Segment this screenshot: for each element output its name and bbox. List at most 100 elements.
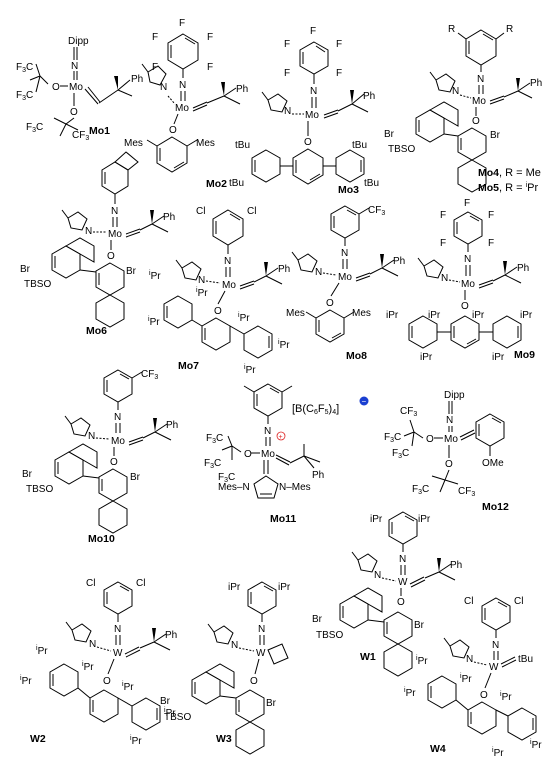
f-atom: F [179, 18, 185, 29]
ipr-label: iPr [520, 310, 533, 321]
cf3-label: CF3 [400, 406, 417, 418]
compound-label-mo8: Mo8 [346, 350, 367, 362]
n-atom: N [258, 624, 265, 635]
mo-atom: Mo [472, 96, 486, 107]
ipr-label: iPr [20, 675, 32, 687]
f3c-label: F3C [412, 484, 429, 496]
o-atom: O [169, 125, 177, 136]
mo-atom: Mo [175, 103, 189, 114]
mo-atom: Mo [111, 436, 125, 447]
o-atom: O [326, 298, 334, 309]
o-atom: O [426, 434, 434, 445]
f-atom: F [207, 32, 213, 43]
o-atom: O [250, 676, 258, 687]
ph-label: Ph [131, 74, 143, 85]
mo-atom: Mo [338, 272, 352, 283]
n-atom: N [341, 248, 348, 259]
n-atom: N [399, 554, 406, 565]
br-label: Br [160, 696, 171, 707]
br-label: Br [130, 472, 141, 483]
mo-atom: Mo [461, 279, 475, 290]
ipr-label: iPr [122, 681, 134, 693]
tbso-label: TBSO [316, 630, 343, 641]
compound-mo11: N + Mo O F3C F3C F3C Ph Mes–N N–Mes [B(C… [204, 383, 369, 525]
o-atom: O [304, 137, 312, 148]
cf3-label: CF3 [141, 369, 158, 381]
w-atom: W [489, 662, 499, 673]
mes-n-label: Mes–N [218, 482, 250, 493]
positive-charge [276, 431, 286, 441]
ph-label: Ph [517, 263, 529, 274]
tbu-label: tBu [518, 654, 533, 665]
n-atom: N [466, 654, 473, 665]
ipr-label: iPr [82, 661, 94, 673]
f3c-label: F3C [384, 432, 401, 444]
ipr-label: iPr [148, 316, 160, 328]
f3c-label: F3C [206, 433, 223, 445]
compound-label-mo7: Mo7 [178, 360, 199, 372]
o-atom: O [107, 251, 115, 262]
ipr-label: iPr [460, 673, 472, 685]
f3c-label: F3C [392, 448, 409, 460]
o-atom: O [110, 457, 118, 468]
n-atom: N [446, 415, 453, 426]
compound-mo10: CF3 N Mo N Ph O Br Br TBSO Mo10 [22, 369, 178, 545]
br-label: Br [266, 698, 277, 709]
ipr-label: iPr [500, 691, 512, 703]
ipr-label: iPr [149, 270, 161, 282]
mo-atom: Mo [305, 110, 319, 121]
ipr-label: iPr [164, 707, 176, 719]
mes-label: Mes [286, 308, 305, 319]
mo-atom: Mo [108, 229, 122, 240]
counterion-label: [B(C6F5)4] [292, 403, 339, 416]
n-atom: N [315, 267, 322, 278]
ipr-label: iPr [278, 339, 290, 351]
cf3-label: CF3 [368, 205, 385, 217]
f-atom: F [152, 32, 158, 43]
ipr-label: iPr [238, 312, 250, 324]
r-label: R [506, 24, 513, 35]
compound-mo8: CF3 N Mo N Ph O Mes Mes Mo8 [286, 205, 405, 362]
compound-mo1: Dipp N Mo O F3C F3C Ph O F3C CF3 Mo1 [16, 36, 143, 142]
n-atom: N [464, 254, 471, 265]
compound-label-mo4: Mo4, R = Me [478, 167, 541, 179]
compound-mo9: F F F F F N Mo N Ph O iPr iPr iPr iPr iP… [386, 198, 535, 363]
f-atom: F [440, 238, 446, 249]
ipr-label: iPr [492, 352, 505, 363]
tbso-label: TBSO [388, 144, 415, 155]
mo-atom: Mo [261, 449, 275, 460]
compound-label-mo5: Mo5, R = iPr [478, 182, 538, 194]
n-atom: N [310, 86, 317, 97]
w-atom: W [256, 648, 266, 659]
cf3-label: CF3 [72, 130, 89, 142]
f-atom: F [284, 68, 290, 79]
ipr-label: iPr [418, 514, 431, 525]
dipp-label: Dipp [68, 36, 89, 47]
mes-label: Mes [352, 308, 371, 319]
ome-label: OMe [482, 458, 504, 469]
n-atom: N [71, 61, 78, 72]
br-label: Br [20, 264, 31, 275]
ph-label: Ph [363, 91, 375, 102]
cl-label: Cl [136, 578, 145, 589]
n-atom: N [477, 74, 484, 85]
o-atom: O [70, 107, 78, 118]
n-atom: N [160, 82, 167, 93]
w-atom: W [113, 648, 123, 659]
n-mes-label: N–Mes [279, 482, 311, 493]
br-label: Br [312, 614, 323, 625]
tbu-label: tBu [364, 178, 379, 189]
compound-mo3: F F F F F N Mo N Ph O tBu tBu tBu tBu Mo… [229, 26, 379, 196]
compound-label-mo11: Mo11 [270, 513, 296, 525]
compound-label-mo1: Mo1 [89, 125, 110, 137]
tbu-label: tBu [352, 140, 367, 151]
compound-label-w4: W4 [430, 743, 446, 755]
br-label: Br [126, 266, 137, 277]
o-atom: O [480, 690, 488, 701]
ph-label: Ph [163, 212, 175, 223]
n-atom: N [441, 273, 448, 284]
o-atom: O [244, 449, 252, 460]
o-atom: O [397, 597, 405, 608]
f-atom: F [488, 238, 494, 249]
